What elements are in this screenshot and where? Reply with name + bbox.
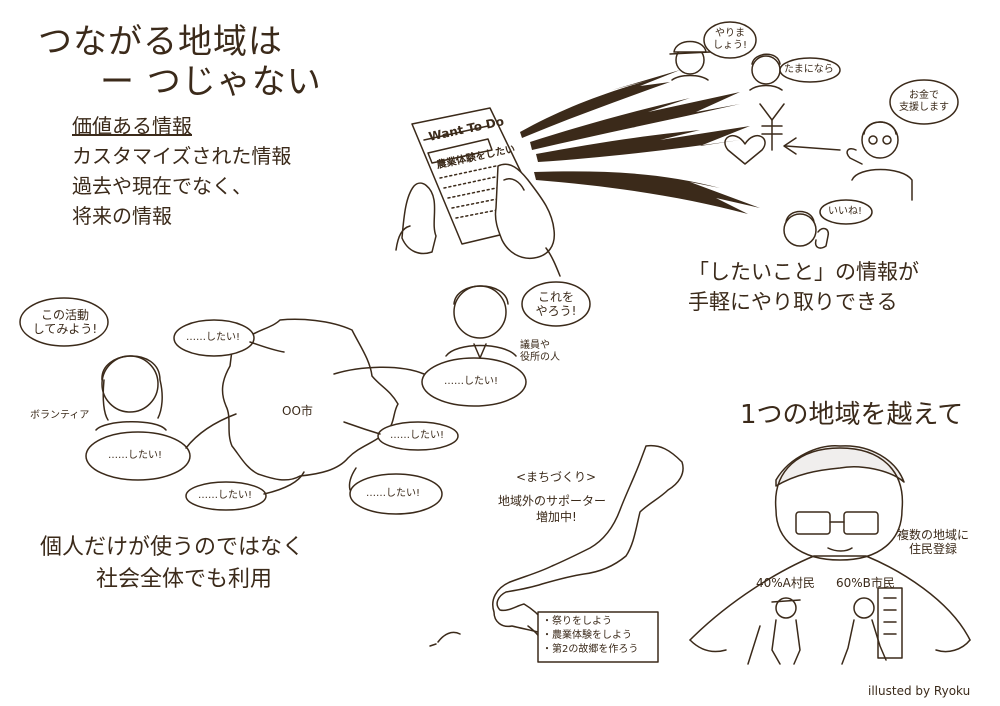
person-elder bbox=[846, 121, 913, 201]
bubble-iine: いいね! bbox=[828, 206, 863, 217]
want-bubble-2: ……したい! bbox=[108, 450, 163, 461]
want-bubble-4: ……したい! bbox=[390, 430, 445, 441]
heart-icon bbox=[724, 134, 766, 165]
person-thumbsup bbox=[783, 210, 830, 249]
volunteer-label: ボランティア bbox=[30, 410, 90, 421]
machi-line2: 増加中! bbox=[536, 510, 577, 524]
japan-map bbox=[492, 444, 684, 633]
official-bubble: これを やろう! bbox=[535, 290, 577, 318]
machi-list-1: ・祭りをしよう bbox=[542, 616, 612, 627]
official-figure bbox=[445, 285, 517, 359]
individual-line2: 社会全体でも利用 bbox=[96, 567, 273, 592]
main-title-line2: ー つじゃない bbox=[100, 62, 322, 102]
city-name: OO市 bbox=[282, 404, 313, 418]
share-line1: 「したいこと」の情報が bbox=[688, 260, 919, 284]
machi-list-3: ・第2の故郷を作ろう bbox=[542, 644, 639, 655]
tablet-illustration bbox=[395, 107, 561, 277]
want-bubble-6: ……したい! bbox=[366, 488, 421, 499]
machi-heading: <まちづくり> bbox=[516, 470, 597, 484]
arrow-left-icon bbox=[783, 137, 841, 155]
bubble-okane: お金で 支援します bbox=[899, 90, 949, 113]
beyond-title: 1つの地域を越えて bbox=[740, 400, 964, 430]
farmer-figure bbox=[747, 597, 801, 665]
machi-line1: 地域外のサポーター bbox=[498, 494, 607, 508]
share-line2: 手軽にやり取りできる bbox=[688, 290, 898, 314]
connection-lines bbox=[520, 70, 760, 214]
info-heading: 価値ある情報 bbox=[72, 114, 192, 138]
person-young bbox=[749, 53, 783, 91]
machi-list-2: ・農業体験をしよう bbox=[542, 630, 632, 641]
volunteer-bubble: この活動 してみよう! bbox=[32, 308, 98, 336]
city-map bbox=[221, 318, 399, 481]
big-person-figure bbox=[689, 445, 971, 653]
bubble-yarimasho: やりま しょう! bbox=[712, 28, 747, 51]
volunteer-figure bbox=[95, 355, 167, 431]
info-line-1: カスタマイズされた情報 bbox=[72, 144, 292, 168]
bubble-tamanara: たまになら bbox=[784, 64, 834, 75]
want-bubble-3: ……したい! bbox=[444, 376, 499, 387]
registry-label: 複数の地域に 住民登録 bbox=[896, 528, 969, 556]
worker-figure bbox=[841, 587, 903, 665]
official-label: 議員や 役所の人 bbox=[520, 340, 560, 363]
main-title-line1: つながる地域は bbox=[38, 22, 283, 62]
info-line-2: 過去や現在でなく、 bbox=[72, 174, 252, 198]
want-bubble-1: ……したい! bbox=[186, 332, 241, 343]
village-a-label: 40%A村民 bbox=[756, 576, 815, 590]
yen-icon bbox=[759, 103, 785, 151]
want-bubble-5: ……したい! bbox=[198, 490, 253, 501]
individual-line1: 個人だけが使うのではなく bbox=[40, 535, 305, 560]
person-hat bbox=[669, 40, 711, 81]
info-line-3: 将来の情報 bbox=[72, 204, 172, 228]
city-b-label: 60%B市民 bbox=[836, 576, 895, 590]
credit: illusted by Ryoku bbox=[868, 684, 971, 698]
